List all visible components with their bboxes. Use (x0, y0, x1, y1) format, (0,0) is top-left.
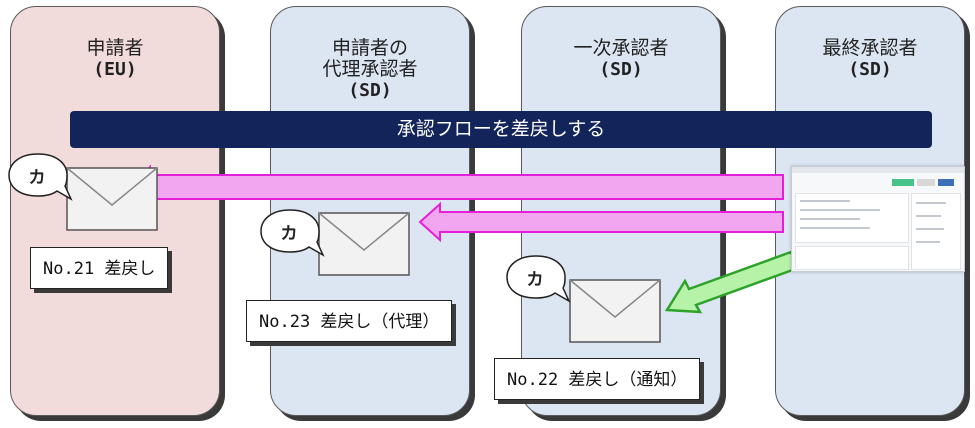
screen-panel-bottom (795, 246, 909, 270)
screen-text-line (800, 209, 880, 211)
screen-button-gray (917, 179, 935, 186)
screen-thumbnail (791, 166, 965, 272)
lane-proxy-approver-code: (SD) (348, 80, 392, 101)
notice-label-no23: No.23 差戻し（代理） (246, 300, 453, 342)
envelope-icon (66, 167, 158, 231)
notice-label-no21: No.21 差戻し (30, 247, 169, 289)
speech-bubble-icon (506, 255, 571, 303)
bubble-label: カ (280, 224, 298, 244)
lane-proxy-approver-title: 申請者の 代理承認者 (SD) (271, 17, 469, 122)
lane-first-approver-code: (SD) (599, 59, 643, 80)
lane-first-approver-title: 一次承認者 (SD) (522, 17, 720, 101)
speech-bubble-icon (8, 153, 73, 201)
bubble-label: カ (526, 270, 544, 290)
lane-final-approver-name: 最終承認者 (822, 37, 918, 59)
notice-label-no22: No.22 差戻し（通知） (494, 358, 701, 400)
screen-button-blue (938, 179, 954, 186)
screen-text-line (916, 241, 940, 243)
screen-button-green (892, 179, 914, 186)
lane-applicant-name: 申請者 (86, 37, 144, 59)
lane-first-approver-name: 一次承認者 (573, 37, 669, 59)
lane-applicant-code: (EU) (93, 59, 137, 80)
lane-proxy-approver-name: 申請者の 代理承認者 (322, 37, 418, 80)
envelope-icon (569, 279, 661, 343)
lane-applicant-title: 申請者 (EU) (11, 17, 219, 101)
screen-text-line (916, 215, 941, 217)
screen-text-line (800, 200, 850, 202)
envelope-icon (318, 212, 410, 276)
arrow-to-applicant (130, 164, 784, 210)
screen-text-line (916, 202, 946, 204)
screen-text-line (800, 218, 860, 220)
bubble-label: カ (28, 168, 46, 188)
action-banner: 承認フローを差戻しする (70, 111, 932, 148)
speech-bubble-icon (260, 209, 325, 257)
lane-final-approver-title: 最終承認者 (SD) (776, 17, 964, 101)
arrow-to-proxy-approver (418, 201, 784, 243)
screen-panel-side (911, 193, 961, 270)
arrow-to-first-approver (664, 250, 800, 314)
screen-header (792, 167, 964, 173)
screen-text-line (916, 228, 944, 230)
screen-text-line (800, 227, 870, 229)
lane-final-approver-code: (SD) (848, 59, 892, 80)
